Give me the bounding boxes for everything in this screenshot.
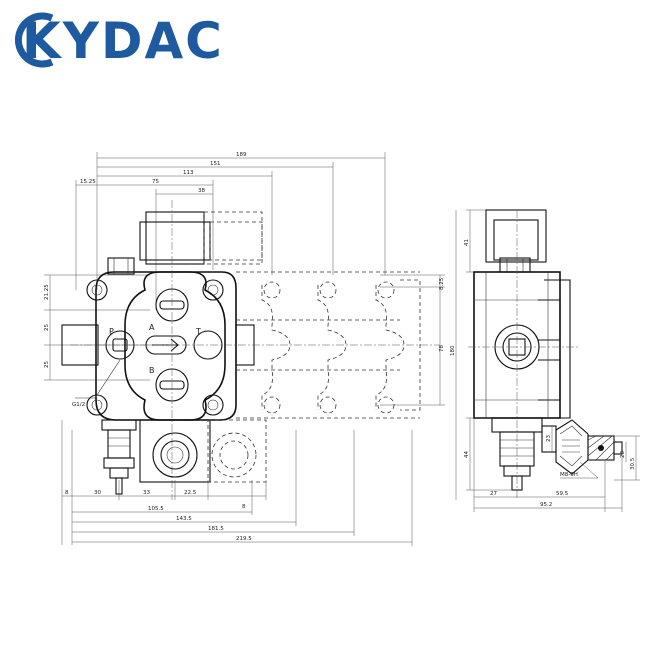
dim-151: 151 <box>210 161 221 167</box>
label-p: P <box>109 327 114 336</box>
side-dim-28: 28 <box>620 451 626 458</box>
dim-219-5: 219.5 <box>236 536 252 542</box>
logo-text: KYDAC <box>22 12 224 70</box>
side-dim-95-2: 95.2 <box>540 502 552 508</box>
dim-189: 189 <box>236 152 247 158</box>
side-dim-30-5: 30.5 <box>630 457 636 470</box>
side-dim-41: 41 <box>464 239 470 246</box>
label-t: T <box>195 327 201 336</box>
side-dim-23: 23 <box>546 435 552 442</box>
side-dim-180: 180 <box>450 345 456 356</box>
dim-30: 30 <box>94 490 101 496</box>
dim-8-25: 8.25 <box>439 277 445 290</box>
side-view-dimensions: 41 180 44 27 59.5 95.2 M8-6H 23 28 <box>450 209 640 512</box>
front-bottom-dimensions: 8 30 33 22.5 8 105.5 143.5 181.5 219.5 <box>61 420 413 546</box>
label-a: A <box>149 323 155 332</box>
dim-75: 75 <box>152 179 159 185</box>
front-view-body: P T A B G1/2 <box>61 200 440 500</box>
dim-25-b: 25 <box>44 361 50 368</box>
dim-21-25: 21.25 <box>44 284 50 300</box>
dim-8-right: 8 <box>242 504 246 510</box>
dim-105-5: 105.5 <box>148 506 164 512</box>
front-right-dimensions: 8.25 78 <box>380 274 445 406</box>
dim-8-left: 8 <box>65 490 69 496</box>
front-top-dimensions: 189 151 113 75 38 15.25 <box>75 152 386 310</box>
front-left-dimensions: 21.25 25 25 <box>44 274 150 381</box>
dim-143-5: 143.5 <box>176 516 192 522</box>
dim-181-5: 181.5 <box>208 526 224 532</box>
front-additional-sections <box>236 271 421 419</box>
label-b: B <box>149 366 155 375</box>
dim-78: 78 <box>439 345 445 352</box>
dim-38: 38 <box>198 188 205 194</box>
logo-arc <box>14 12 54 68</box>
dim-22-5: 22.5 <box>184 490 197 496</box>
label-g1-2: G1/2 <box>72 402 85 408</box>
side-dim-59-5: 59.5 <box>556 491 569 497</box>
side-dim-m8-6h: M8-6H <box>560 472 578 478</box>
side-dim-44: 44 <box>464 451 470 458</box>
dim-33: 33 <box>143 490 150 496</box>
dim-113: 113 <box>183 170 194 176</box>
dim-15-25: 15.25 <box>80 179 96 185</box>
kydac-logo: KYDAC <box>14 12 224 70</box>
side-view-body <box>468 209 623 500</box>
dim-25-a: 25 <box>44 324 50 331</box>
side-dim-27: 27 <box>490 491 497 497</box>
